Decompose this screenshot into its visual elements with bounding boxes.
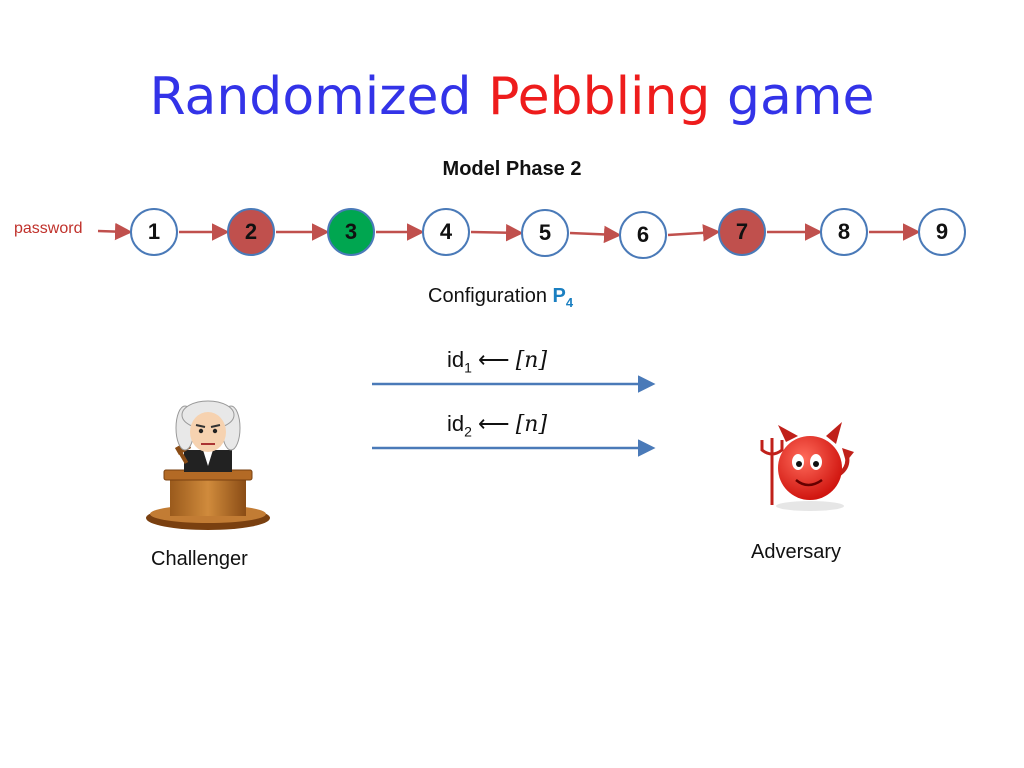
message-1-prefix: id xyxy=(447,347,465,372)
configuration-text: Configuration xyxy=(428,285,553,307)
message-label-2: id2 ⟵ [n] xyxy=(447,411,547,439)
edge-5-6 xyxy=(569,225,622,244)
chain-edges xyxy=(97,222,921,244)
configuration-subscript: 4 xyxy=(565,295,574,310)
node-6-label: 6 xyxy=(637,222,649,247)
node-8: 8 xyxy=(820,208,868,256)
node-7: 7 xyxy=(718,208,766,256)
configuration-label: Configuration P4 xyxy=(428,285,573,310)
node-1: 1 xyxy=(130,208,178,256)
node-1-circle xyxy=(130,208,178,256)
challenger-label: Challenger xyxy=(151,548,248,570)
node-4-label: 4 xyxy=(440,219,453,244)
node-8-circle xyxy=(820,208,868,256)
message-2-subscript: 2 xyxy=(464,423,472,440)
title-part-3: game xyxy=(710,67,875,127)
node-1-label: 1 xyxy=(148,219,160,244)
node-3-label: 3 xyxy=(345,219,357,244)
node-8-label: 8 xyxy=(838,219,850,244)
message-1-subscript: 1 xyxy=(464,359,472,376)
title-part-1: Randomized xyxy=(149,67,489,127)
node-5: 5 xyxy=(521,209,569,257)
chain-nodes: 1 2 3 4 5 6 7 8 9 xyxy=(130,208,966,259)
node-4-circle xyxy=(422,208,470,256)
node-7-circle xyxy=(718,208,766,256)
node-6: 6 xyxy=(619,211,667,259)
node-3: 3 xyxy=(327,208,375,256)
configuration-symbol: P xyxy=(552,285,566,307)
message-2-prefix: id xyxy=(447,411,465,436)
node-4: 4 xyxy=(422,208,470,256)
node-5-label: 5 xyxy=(539,220,551,245)
adversary-label: Adversary xyxy=(751,541,842,563)
node-3-circle xyxy=(327,208,375,256)
node-2-label: 2 xyxy=(245,219,257,244)
judge-icon xyxy=(146,400,270,530)
node-9: 9 xyxy=(918,208,966,256)
node-5-circle xyxy=(521,209,569,257)
node-2-circle xyxy=(227,208,275,256)
message-1-arrow: ⟵ xyxy=(478,347,510,372)
node-9-label: 9 xyxy=(936,219,948,244)
message-label-1: id1 ⟵ [n] xyxy=(447,347,547,375)
edge-password-1 xyxy=(97,222,133,241)
edge-4-5 xyxy=(470,223,524,242)
node-9-circle xyxy=(918,208,966,256)
message-1-set: [n] xyxy=(515,348,548,373)
node-7-label: 7 xyxy=(736,219,748,244)
devil-icon xyxy=(760,422,854,511)
password-label: password xyxy=(14,220,83,237)
title-part-2: Pebbling xyxy=(488,67,711,127)
slide-title: Randomized Pebbling game xyxy=(0,62,1024,132)
edge-6-7 xyxy=(667,224,721,242)
node-6-circle xyxy=(619,211,667,259)
message-2-set: [n] xyxy=(515,412,548,437)
message-2-arrow: ⟵ xyxy=(478,411,510,436)
phase-subtitle: Model Phase 2 xyxy=(442,158,582,180)
node-2: 2 xyxy=(227,208,275,256)
